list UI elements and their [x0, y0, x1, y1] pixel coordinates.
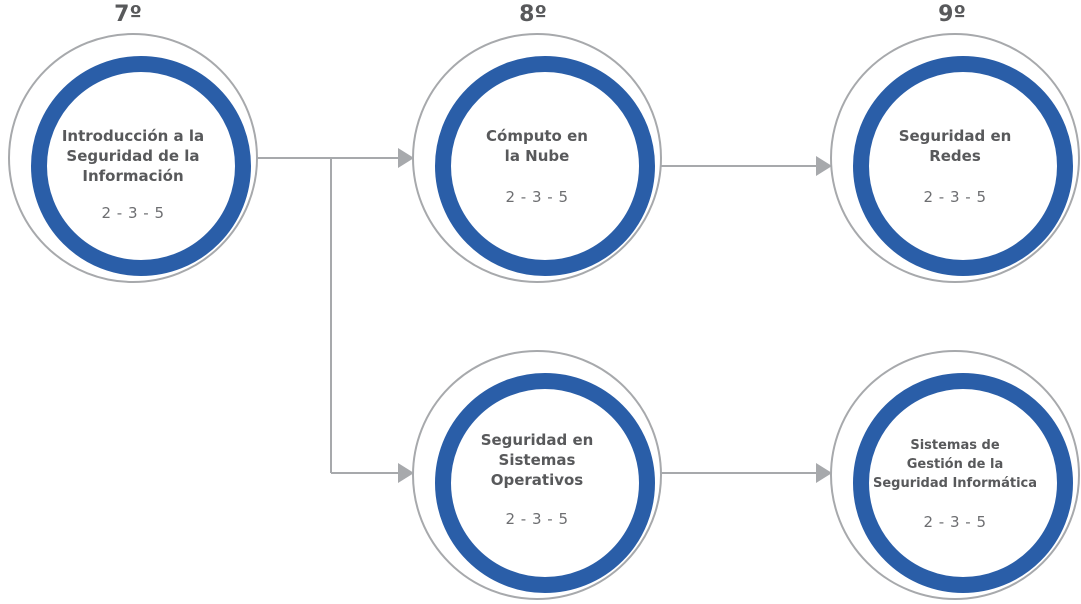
column-header-8: 8º	[519, 2, 547, 27]
course-node-seguridad-sistemas-operativos: Seguridad en Sistemas Operativos 2 - 3 -…	[412, 350, 662, 600]
course-node-intro-seguridad: Introducción a la Seguridad de la Inform…	[8, 33, 258, 283]
node-content: Seguridad en Sistemas Operativos 2 - 3 -…	[453, 391, 621, 598]
arrowhead-so	[398, 463, 414, 483]
node-content: Seguridad en Redes 2 - 3 - 5	[871, 74, 1039, 294]
column-header-9: 9º	[938, 2, 966, 27]
node-content: Introducción a la Seguridad de la Inform…	[49, 74, 217, 294]
node-content: Cómputo en la Nube 2 - 3 - 5	[453, 74, 621, 294]
column-header-7: 7º	[114, 2, 142, 27]
course-credits: 2 - 3 - 5	[923, 513, 987, 531]
arrowhead-nube	[398, 148, 414, 168]
course-title: Seguridad en Sistemas Operativos	[480, 431, 594, 489]
node-content: Sistemas de Gestión de la Seguridad Info…	[871, 391, 1039, 604]
course-credits: 2 - 3 - 5	[505, 188, 569, 206]
course-title: Seguridad en Redes	[898, 127, 1012, 165]
course-title: Sistemas de Gestión de la Seguridad Info…	[872, 438, 1038, 491]
course-credits: 2 - 3 - 5	[505, 510, 569, 528]
course-credits: 2 - 3 - 5	[101, 204, 165, 222]
course-node-computo-nube: Cómputo en la Nube 2 - 3 - 5	[412, 33, 662, 283]
arrowhead-sgsi	[816, 463, 832, 483]
course-title: Introducción a la Seguridad de la Inform…	[61, 127, 205, 185]
course-node-seguridad-redes: Seguridad en Redes 2 - 3 - 5	[830, 33, 1080, 283]
course-node-sistemas-gestion-seguridad: Sistemas de Gestión de la Seguridad Info…	[830, 350, 1080, 600]
course-credits: 2 - 3 - 5	[923, 188, 987, 206]
arrowhead-redes	[816, 156, 832, 176]
course-title: Cómputo en la Nube	[486, 127, 588, 165]
